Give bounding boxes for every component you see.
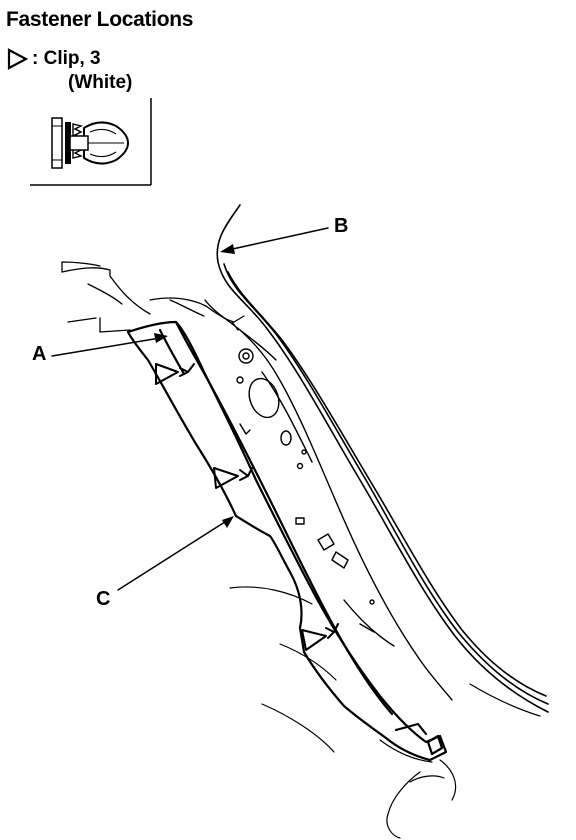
clip-stem: [69, 135, 89, 151]
triangle-clip-marker-icon: [7, 48, 28, 70]
legend-clip: : Clip, 3: [6, 48, 101, 70]
leader-b-arrowhead: [220, 244, 235, 254]
clip-marker-2: [213, 467, 253, 489]
pillar-trim-panel: [126, 320, 448, 762]
clip-marker-1: [155, 363, 195, 385]
leader-a: [51, 337, 161, 357]
leader-c: [117, 519, 229, 591]
callout-b: B: [334, 215, 349, 237]
page-title: Fastener Locations: [6, 8, 194, 31]
pillar-trim-diagram: [51, 204, 549, 839]
weatherstrip-b: [216, 204, 549, 713]
clip-marker-3: [301, 623, 339, 651]
clip-detail-inset: [30, 98, 152, 186]
roof-rail: [61, 261, 245, 333]
legend-sublabel: (White): [68, 72, 133, 93]
clip-body-sheet: [65, 122, 71, 164]
legend-label: : Clip, 3: [32, 48, 101, 69]
leader-a-arrowhead: [154, 333, 168, 343]
callout-c: C: [96, 588, 111, 610]
clip-panel-section: [51, 117, 63, 169]
leader-b: [227, 227, 329, 251]
pillar-body: [204, 299, 453, 701]
callout-a: A: [32, 343, 47, 365]
leader-c-arrowhead: [222, 516, 234, 528]
lower-body-area: [229, 586, 541, 839]
